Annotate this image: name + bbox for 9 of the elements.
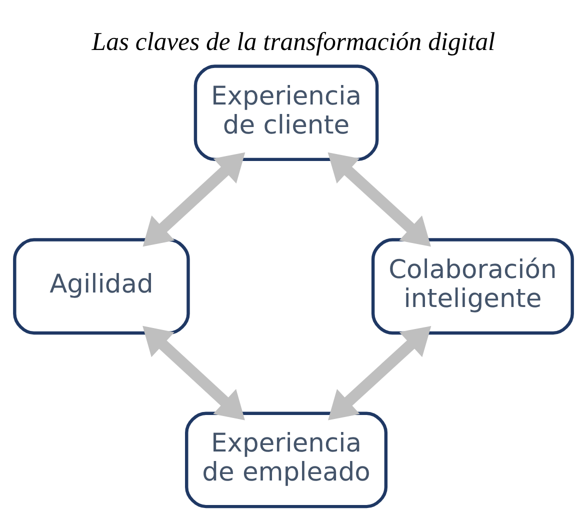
arrow <box>328 152 431 247</box>
arrow <box>328 326 432 420</box>
diagram-title: Las claves de la transformación digital <box>92 26 496 56</box>
node-box: Colaboración inteligente <box>371 238 574 335</box>
node-box: Experiencia de cliente <box>194 64 379 162</box>
arrow <box>142 326 245 420</box>
node-box: Agilidad <box>13 238 190 335</box>
arrow <box>142 152 246 247</box>
node-box: Experiencia de empleado <box>185 412 388 508</box>
